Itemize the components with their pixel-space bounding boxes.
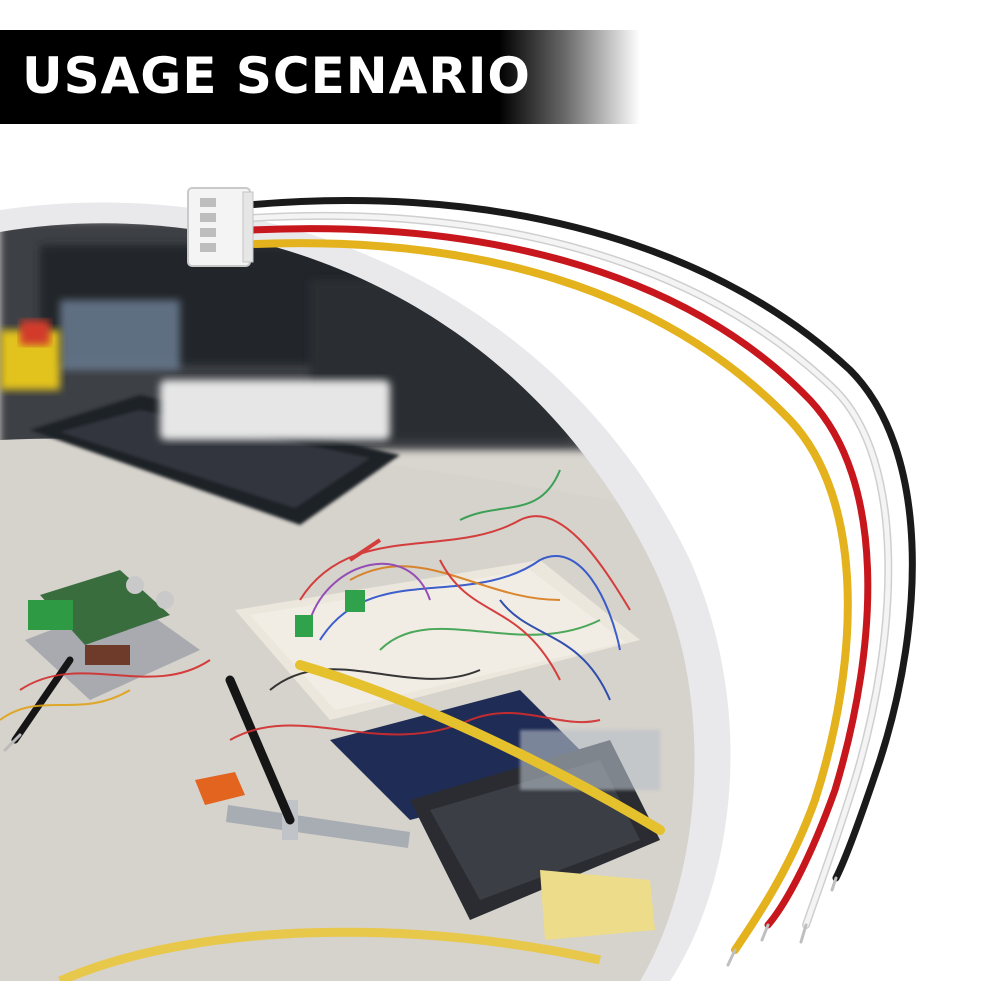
yellow-cable	[295, 660, 665, 835]
wire-red	[248, 225, 872, 929]
circuit-board	[25, 570, 200, 700]
title-banner	[0, 30, 640, 124]
test-probes	[3, 656, 295, 825]
wire-tips	[726, 876, 838, 967]
banner-title: USAGE SCENARIO	[22, 47, 531, 105]
connector-housing	[187, 187, 254, 267]
wire-harness	[244, 196, 916, 954]
wire-yellow	[251, 239, 852, 954]
workbench-photo	[0, 223, 695, 981]
wire-black	[244, 196, 916, 882]
multimeter	[330, 690, 660, 920]
keyboard	[30, 395, 400, 525]
